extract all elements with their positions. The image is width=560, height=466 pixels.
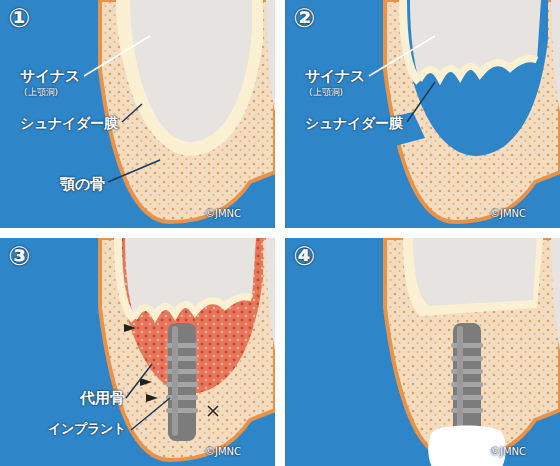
part-label: サイナス <box>305 68 365 85</box>
callout-number: ④ <box>293 242 315 271</box>
part-label: シュナイダー膜 <box>305 116 403 131</box>
part-label: 代用骨 <box>80 390 125 407</box>
watermark: ©JMNC <box>490 446 526 457</box>
watermark: ©JMNC <box>490 208 526 219</box>
part-sublabel: (上顎洞) <box>309 88 343 98</box>
part-label: サイナス <box>20 68 80 85</box>
part-sublabel: (上顎洞) <box>24 88 58 98</box>
part-label: インプラント <box>48 422 126 436</box>
callout-number: ③ <box>8 242 30 271</box>
callout-number: ① <box>8 4 30 33</box>
part-label: シュナイダー膜 <box>20 116 118 131</box>
watermark: ©JMNC <box>205 446 241 457</box>
callout-number: ② <box>293 4 315 33</box>
watermark: ©JMNC <box>205 208 241 219</box>
part-label: 顎の骨 <box>60 176 105 193</box>
